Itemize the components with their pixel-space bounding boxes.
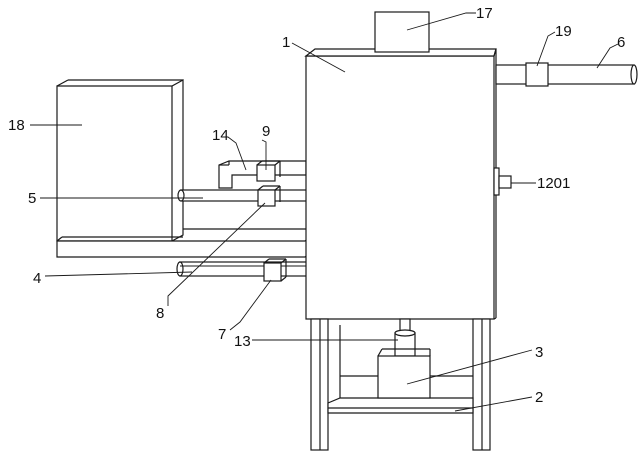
label-13: 13 (234, 333, 251, 350)
label-17: 17 (476, 5, 493, 22)
label-5: 5 (28, 190, 36, 207)
label-1201: 1201 (537, 175, 570, 192)
coupling-13 (394, 318, 416, 357)
valve-8 (257, 185, 281, 207)
label-7: 7 (218, 326, 226, 343)
label-18: 18 (8, 117, 25, 134)
label-8: 8 (156, 305, 164, 322)
pipe-6 (495, 64, 638, 85)
label-14: 14 (212, 127, 229, 144)
pipe-5 (177, 189, 308, 202)
label-4: 4 (33, 270, 41, 287)
frame-2 (310, 318, 491, 451)
label-6: 6 (617, 34, 625, 51)
label-19: 19 (555, 23, 572, 40)
leader-lines (30, 12, 619, 412)
fitting-1201 (493, 167, 512, 196)
label-9: 9 (262, 123, 270, 140)
valve-9 (256, 160, 281, 182)
cabinet-18 (56, 78, 184, 242)
pump-3 (377, 348, 431, 399)
valve-19 (525, 62, 549, 87)
tank-1 (304, 48, 497, 320)
valve-7 (263, 258, 287, 282)
motor-17 (374, 11, 430, 53)
label-3: 3 (535, 344, 543, 361)
label-2: 2 (535, 389, 543, 406)
label-1: 1 (282, 34, 290, 51)
